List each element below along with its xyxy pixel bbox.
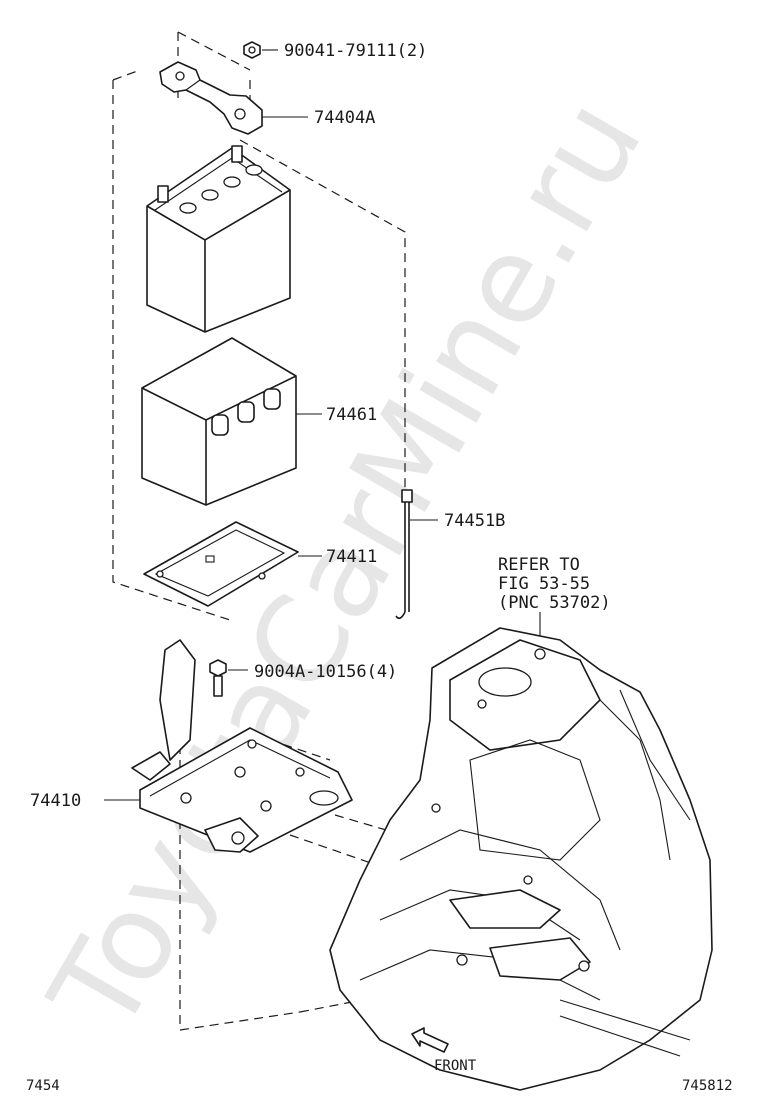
refer-line-1: REFER TO: [498, 555, 580, 575]
refer-line-3: (PNC 53702): [498, 593, 611, 613]
front-arrow-icon: [411, 1027, 449, 1053]
tray-plate-part: [143, 521, 299, 607]
refer-line-2: FIG 53-55: [498, 574, 590, 594]
battery-part: [146, 145, 291, 333]
callout-bolt: 9004A-10156(4): [254, 662, 397, 682]
rod-part: [395, 489, 413, 620]
nut-part: [243, 41, 261, 59]
front-label: FRONT: [434, 1058, 477, 1074]
footer-right-code: 745812: [682, 1078, 733, 1094]
tray-box-part: [141, 337, 297, 506]
bolt-part: [209, 659, 227, 697]
callout-rod: 74451B: [444, 511, 505, 531]
callout-tray-box: 74461: [326, 405, 377, 425]
carrier-part: [131, 639, 353, 853]
callout-tray-plate: 74411: [326, 547, 377, 567]
footer-left-code: 7454: [26, 1078, 60, 1094]
clamp-part: [159, 61, 263, 135]
battery-caps: [179, 164, 263, 214]
callout-carrier: 74410: [30, 791, 81, 811]
battery-terminals: [157, 145, 243, 203]
refer-note: REFER TO FIG 53-55 (PNC 53702): [498, 555, 611, 654]
callout-nut: 90041-79111(2): [284, 41, 427, 61]
callout-clamp: 74404A: [314, 108, 375, 128]
vehicle-body-section: [329, 627, 713, 1091]
